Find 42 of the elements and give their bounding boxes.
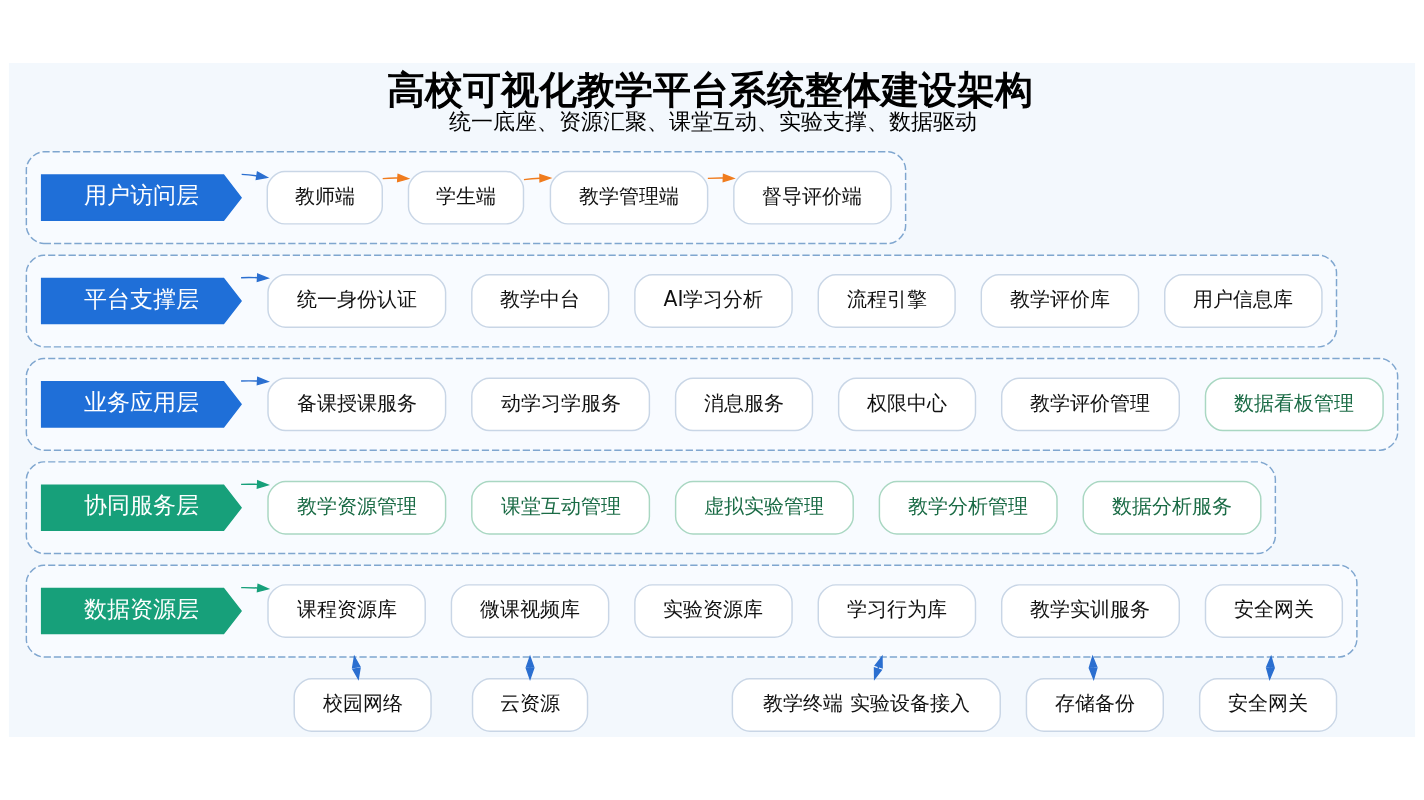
node-box: 存储备份: [1025, 678, 1164, 732]
node-box: AI学习分析: [634, 274, 793, 328]
node-box: 消息服务: [674, 377, 814, 432]
node-box: 云资源: [471, 678, 589, 732]
node-box: 动学习学服务: [471, 377, 651, 432]
cluster: [25, 357, 1399, 451]
node-box: 备课授课服务: [267, 377, 447, 432]
arrow: [707, 173, 736, 183]
arrow: [240, 376, 270, 386]
node-box: 流程引擎: [817, 274, 956, 328]
node-box: 教学评价库: [980, 274, 1140, 328]
node-box: 用户信息库: [1164, 274, 1323, 328]
node-box: 安全网关: [1198, 678, 1338, 732]
node-box: 教学评价管理: [1000, 377, 1180, 432]
node-box: 统一身份认证: [267, 274, 447, 328]
node-box: 教学资源管理: [267, 480, 447, 535]
node-box: 教学中台: [471, 274, 610, 328]
node-box: 校园网络: [293, 678, 432, 732]
node-box: 督导评价端: [733, 170, 892, 225]
arrow: [1088, 654, 1098, 681]
node-box: 教学终端 实验设备接入: [731, 678, 1001, 732]
node-box: 学生端: [407, 170, 525, 225]
node-box: 数据分析服务: [1082, 480, 1262, 535]
node-box: 微课视频库: [450, 584, 610, 638]
node-box: 数据看板管理: [1204, 377, 1384, 432]
cluster: [25, 254, 1338, 348]
arrow: [525, 654, 535, 681]
node-box: 教学管理端: [549, 170, 709, 225]
arrow: [381, 173, 411, 183]
node-box: 课堂互动管理: [471, 480, 651, 535]
node-box: 虚拟实验管理: [674, 480, 854, 535]
node-box: 安全网关: [1204, 584, 1344, 638]
node-box: 实验资源库: [634, 584, 793, 638]
cluster: [25, 564, 1358, 658]
node-box: 学习行为库: [817, 584, 977, 638]
node-box: 教学分析管理: [878, 480, 1058, 535]
cluster: [25, 461, 1277, 555]
node-box: 权限中心: [837, 377, 977, 432]
cluster: [25, 151, 907, 245]
node-box: 教师端: [266, 170, 383, 225]
node-box: 课程资源库: [267, 584, 426, 638]
node-box: 教学实训服务: [1000, 584, 1180, 638]
